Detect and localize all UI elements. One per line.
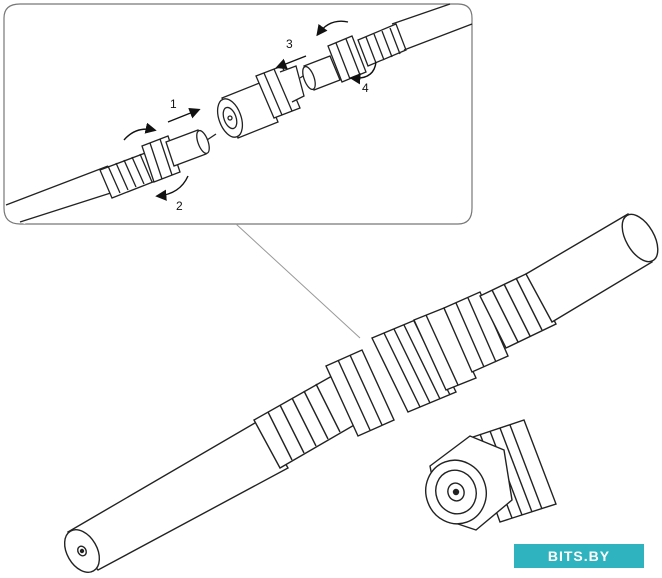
step-arrows [123,20,377,201]
main-coupler [371,307,477,413]
arrow-step-4-top [316,20,349,37]
inset-cable-left [5,165,121,224]
arrow-step-2-bottom [155,175,189,201]
main-cable-right [525,213,659,323]
inset-panel [3,3,473,339]
leader-line [235,223,361,339]
inset-right-connector [299,23,407,91]
step-label-2: 2 [176,199,183,213]
arrow-step-1 [167,107,201,123]
inset-coupler [216,65,305,139]
inset-left-connector [99,129,217,199]
step-label-1: 1 [170,97,177,111]
main-left-nut [325,349,395,437]
main-cable-left [63,419,289,573]
arrow-step-2-top [123,122,157,141]
inset-cable-right [391,3,473,51]
watermark-logo: BITS.BY [514,544,644,568]
arrow-step-3 [275,55,307,70]
arrow-step-4-bottom [349,61,377,85]
step-label-3: 3 [286,37,293,51]
step-label-4: 4 [362,81,369,95]
main-right-nut [443,291,509,373]
loose-coupler [425,419,557,531]
